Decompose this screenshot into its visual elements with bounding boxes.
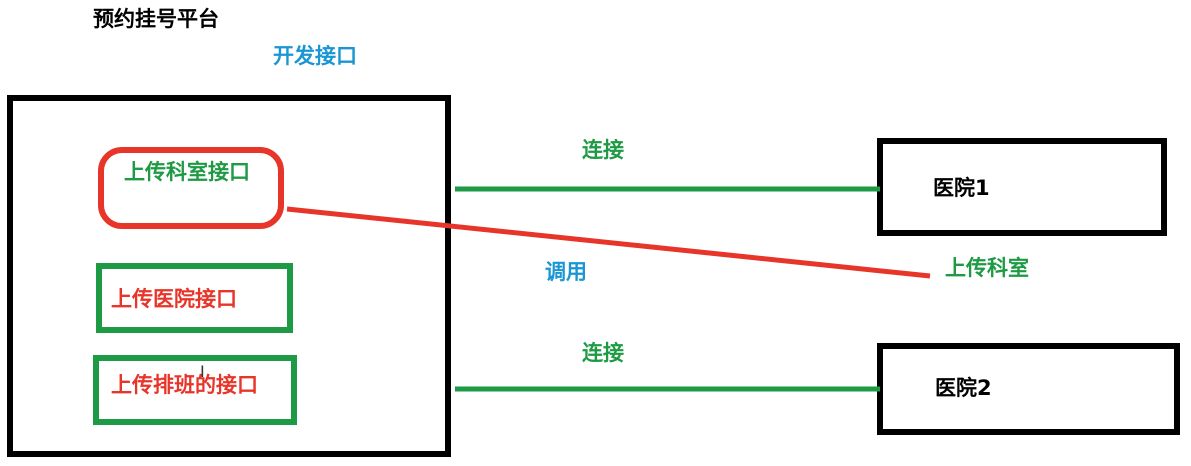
connect-label-1: 连接 — [582, 138, 624, 162]
upload-hospital-api-label: 上传医院接口 — [111, 287, 237, 311]
platform-title: 预约挂号平台 — [93, 7, 219, 31]
connect-label-2: 连接 — [582, 341, 624, 365]
upload-schedule-api-box — [93, 355, 297, 425]
text-cursor-icon: I — [200, 362, 205, 381]
hospital-2-label: 医院2 — [935, 376, 992, 400]
hospital-1-label: 医院1 — [933, 176, 990, 200]
upload-dept-label: 上传科室 — [945, 256, 1029, 280]
call-line — [286, 206, 931, 279]
dev-api-label: 开发接口 — [273, 44, 357, 68]
upload-hospital-api-box — [96, 263, 293, 333]
upload-dept-api-label: 上传科室接口 — [124, 160, 250, 184]
platform-box — [7, 95, 451, 457]
upload-dept-api-box — [98, 147, 284, 229]
upload-schedule-api-label: 上传排班的接口 — [111, 373, 258, 397]
call-label: 调用 — [545, 260, 587, 284]
